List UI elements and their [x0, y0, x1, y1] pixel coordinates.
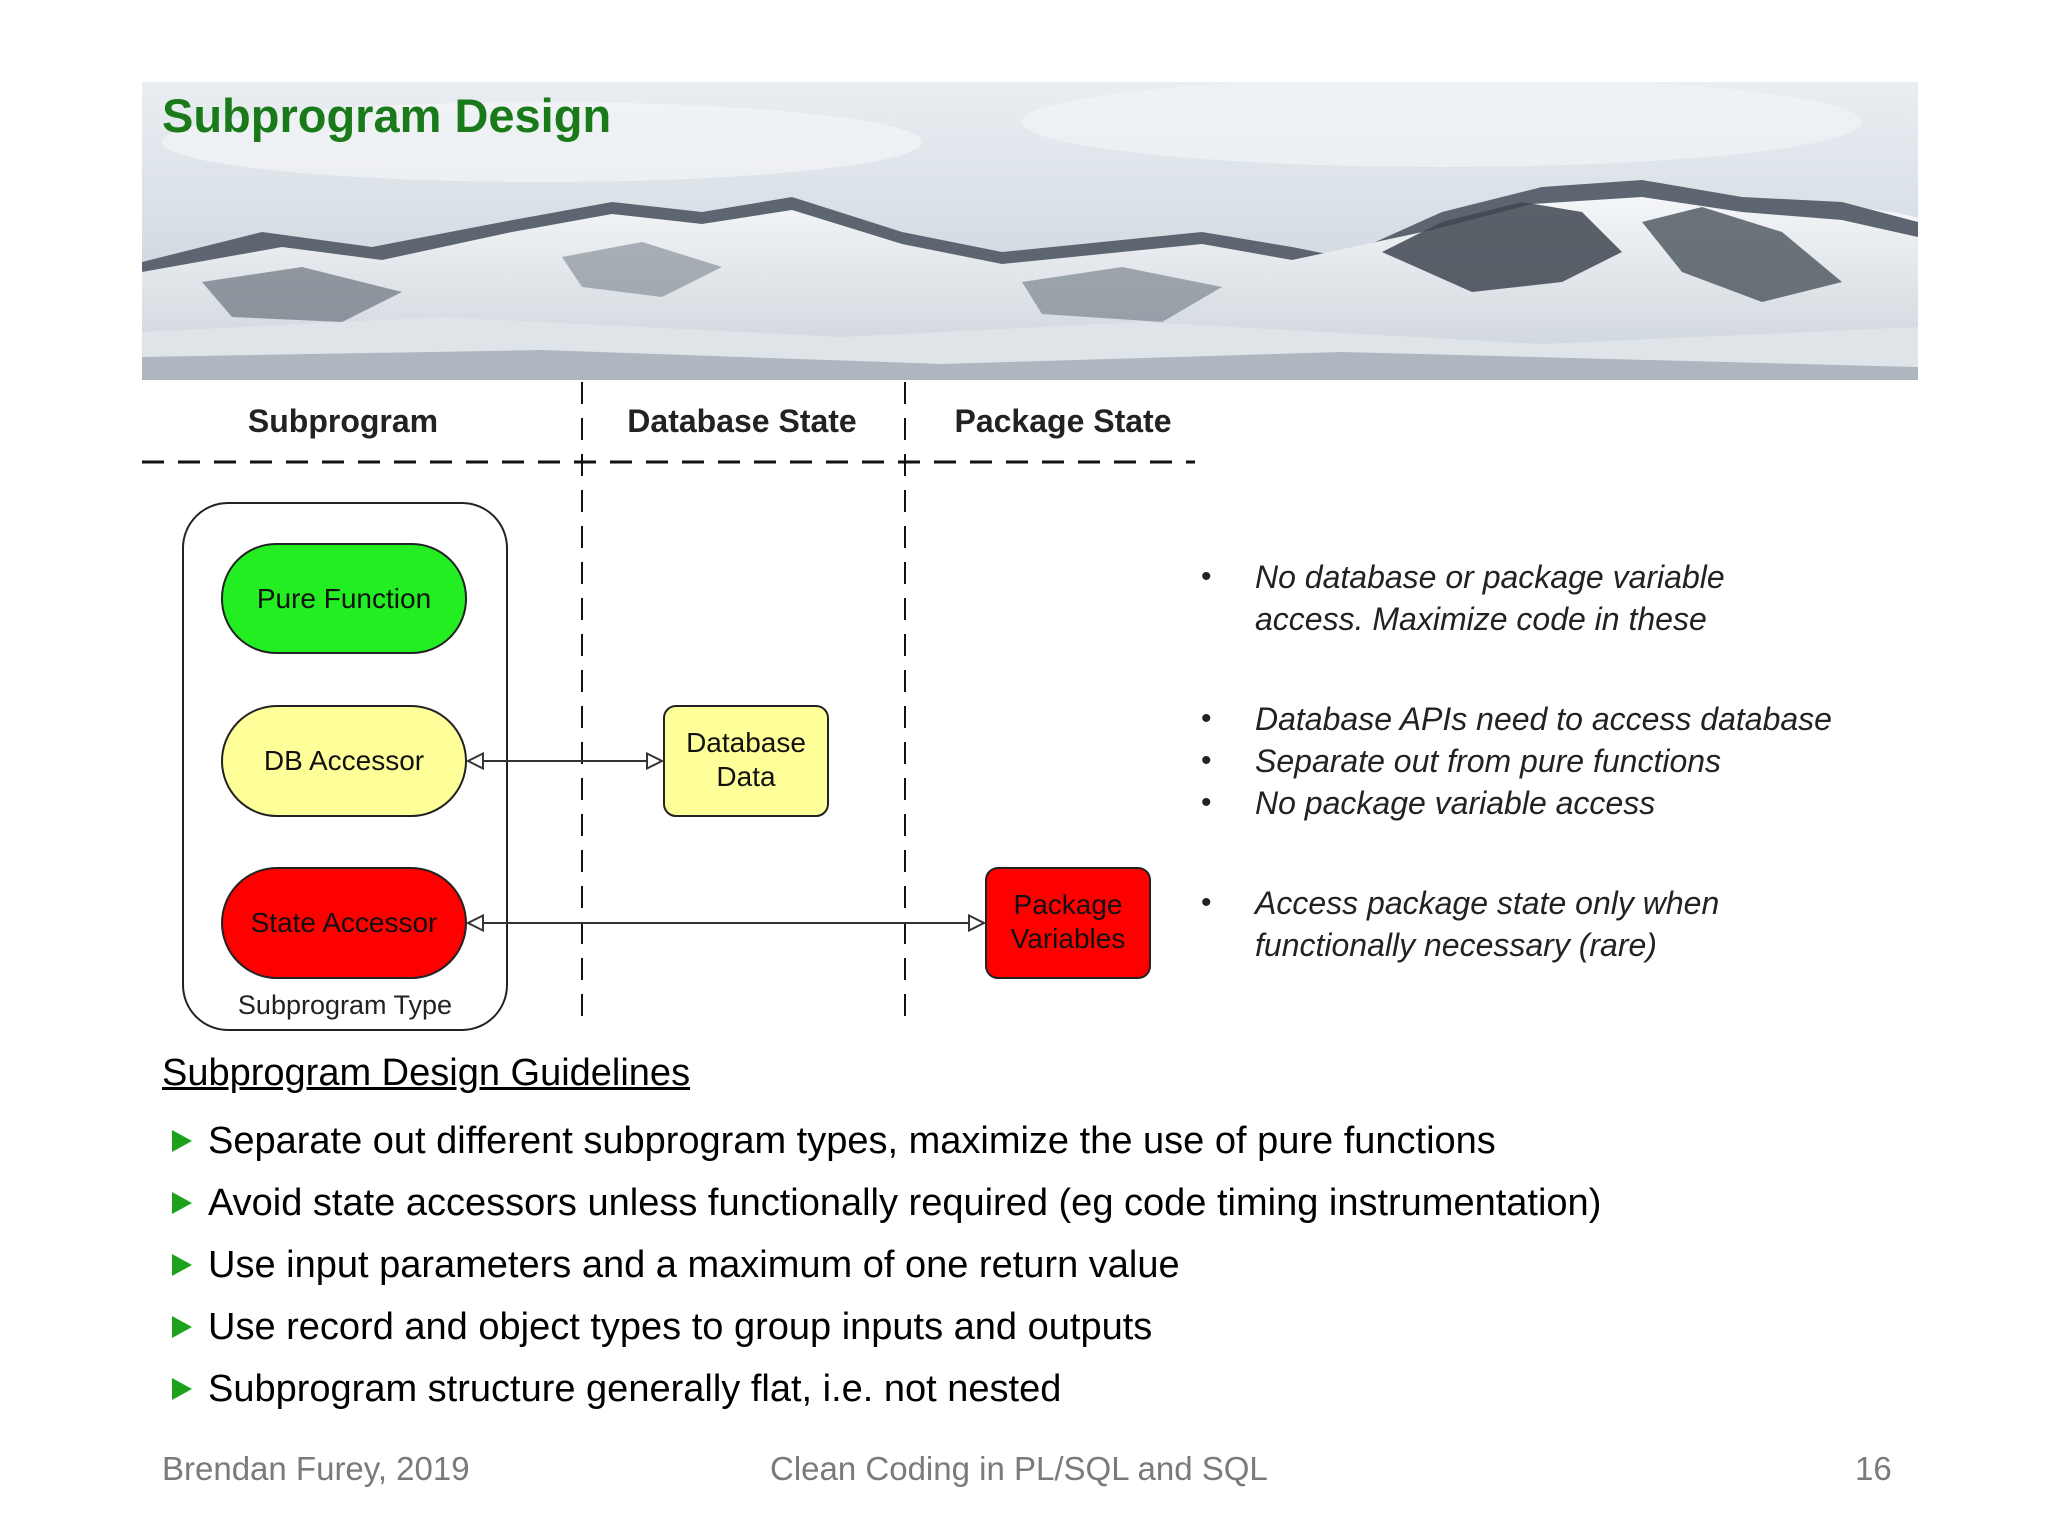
note-item: Database APIs need to access database	[1195, 698, 1832, 740]
note-line: Database APIs need to access database	[1255, 701, 1832, 737]
note-line: No package variable access	[1255, 785, 1656, 821]
guideline-text: Avoid state accessors unless functionall…	[208, 1182, 1602, 1224]
note-line: No database or package variable	[1255, 559, 1725, 595]
footer-author: Brendan Furey, 2019	[162, 1450, 470, 1487]
notes-group-pure-function: No database or package variable access. …	[1195, 556, 1725, 640]
note-line: Access package state only when	[1255, 885, 1720, 921]
note-item: Access package state only when functiona…	[1195, 882, 1719, 966]
note-item: No database or package variable access. …	[1195, 556, 1725, 640]
db-accessor-node	[221, 705, 467, 817]
pure-function-node	[221, 543, 467, 654]
state-accessor-label: State Accessor	[251, 907, 438, 938]
note-line: access. Maximize code in these	[1255, 601, 1707, 637]
note-line: functionally necessary (rare)	[1255, 927, 1657, 963]
notes-group-db-accessor: Database APIs need to access database Se…	[1195, 698, 1832, 824]
guideline-text: Subprogram structure generally flat, i.e…	[208, 1368, 1062, 1410]
triangle-bullet-icon	[172, 1192, 192, 1214]
package-variables-label-line1: Package	[1014, 889, 1123, 920]
slide-title: Subprogram Design	[162, 89, 612, 142]
guidelines-list: Separate out different subprogram types,…	[170, 1110, 1601, 1420]
db-accessor-label: DB Accessor	[264, 745, 424, 776]
triangle-bullet-icon	[172, 1316, 192, 1338]
guideline-item: Avoid state accessors unless functionall…	[170, 1172, 1601, 1234]
mountain-banner-image	[142, 82, 1918, 380]
database-data-label-line1: Database	[686, 727, 806, 758]
package-variables-label-line2: Variables	[1011, 923, 1126, 954]
note-line: Separate out from pure functions	[1255, 743, 1722, 779]
database-data-label-line2: Data	[716, 761, 776, 792]
state-accessor-node	[221, 867, 467, 979]
guideline-text: Separate out different subprogram types,…	[208, 1120, 1496, 1162]
guideline-item: Separate out different subprogram types,…	[170, 1110, 1601, 1172]
guideline-item: Subprogram structure generally flat, i.e…	[170, 1358, 1601, 1420]
column-header-database-state: Database State	[627, 403, 856, 439]
column-header-package-state: Package State	[954, 403, 1171, 439]
database-data-node	[663, 705, 829, 817]
triangle-bullet-icon	[172, 1130, 192, 1152]
notes-group-state-accessor: Access package state only when functiona…	[1195, 882, 1719, 966]
guideline-item: Use record and object types to group inp…	[170, 1296, 1601, 1358]
pure-function-label: Pure Function	[257, 583, 431, 614]
package-variables-node	[985, 867, 1151, 979]
guidelines-heading: Subprogram Design Guidelines	[162, 1052, 691, 1094]
guideline-text: Use record and object types to group inp…	[208, 1306, 1153, 1348]
footer-page-number: 16	[1855, 1450, 1892, 1487]
triangle-bullet-icon	[172, 1378, 192, 1400]
footer-course: Clean Coding in PL/SQL and SQL	[770, 1450, 1268, 1487]
column-header-subprogram: Subprogram	[248, 403, 438, 439]
triangle-bullet-icon	[172, 1254, 192, 1276]
guideline-text: Use input parameters and a maximum of on…	[208, 1244, 1180, 1286]
note-item: Separate out from pure functions	[1195, 740, 1832, 782]
subprogram-type-label: Subprogram Type	[238, 990, 452, 1020]
note-item: No package variable access	[1195, 782, 1832, 824]
guideline-item: Use input parameters and a maximum of on…	[170, 1234, 1601, 1296]
